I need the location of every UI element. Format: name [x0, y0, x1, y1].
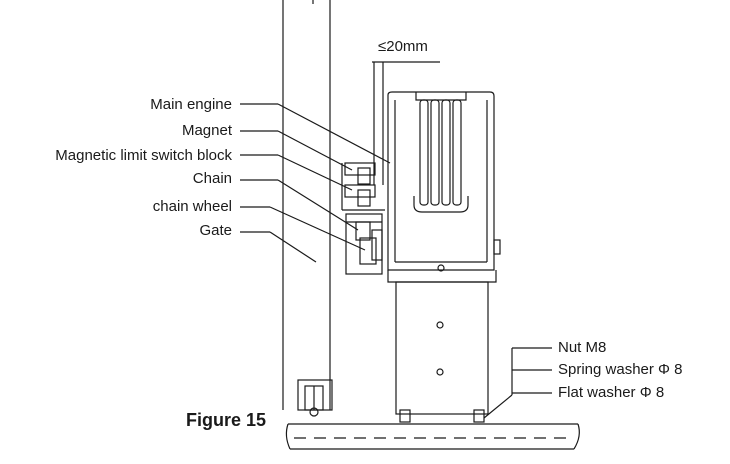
callout-limit-switch: Magnetic limit switch block	[55, 147, 232, 164]
gate-post	[282, 0, 333, 417]
figure-caption: Figure 15	[186, 410, 267, 430]
callout-flat-washer: Flat washer Φ 8	[558, 384, 665, 401]
main-engine-housing	[387, 91, 501, 283]
callout-main-engine: Main engine	[150, 96, 232, 113]
callout-chain-wheel: chain wheel	[152, 198, 232, 215]
pedestal	[395, 281, 489, 423]
chain-wheel-assembly	[345, 213, 383, 275]
callout-magnet: Magnet	[181, 122, 232, 139]
leader-lines-left	[240, 103, 391, 263]
dimension-label: ≤20mm	[378, 38, 428, 55]
callout-gate: Gate	[199, 222, 232, 239]
dimension-marker	[372, 61, 440, 185]
callout-spring-washer: Spring washer Φ 8	[558, 361, 683, 378]
ground	[285, 423, 580, 450]
callout-nut: Nut M8	[558, 339, 607, 356]
leader-lines-right	[483, 347, 552, 419]
callout-chain: Chain	[192, 170, 232, 187]
magnet-brackets	[341, 162, 385, 211]
